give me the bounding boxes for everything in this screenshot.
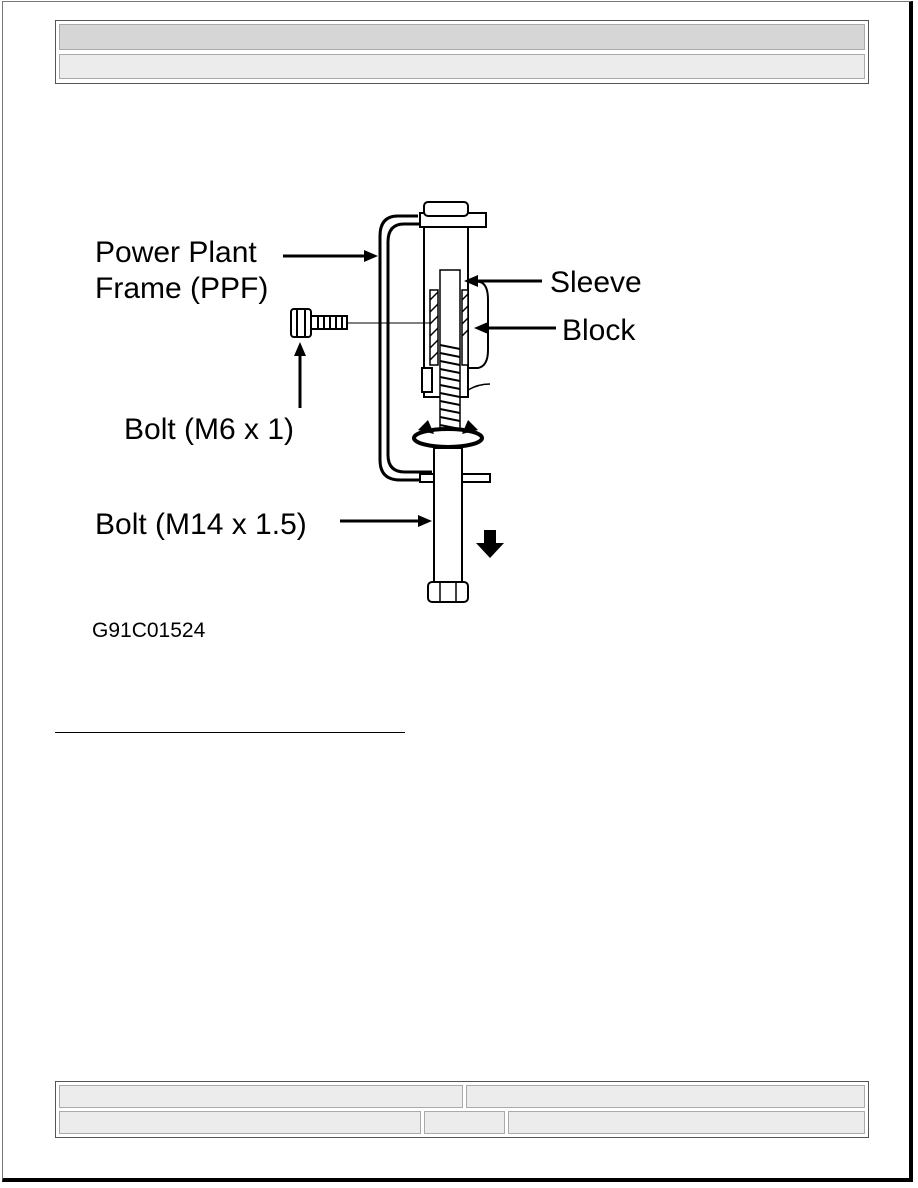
footer-table bbox=[55, 1081, 869, 1138]
header-table bbox=[55, 20, 869, 84]
bolt-shaft-lower bbox=[433, 447, 463, 587]
leader-arrows bbox=[283, 250, 556, 527]
washer bbox=[412, 427, 484, 449]
bolt-head-top bbox=[423, 201, 469, 217]
footer-cell-r2c1 bbox=[59, 1111, 421, 1134]
header-title-bar bbox=[59, 24, 865, 50]
bolt-assembly-illustration: Power Plant Frame (PPF) Sleeve Block Bol… bbox=[80, 180, 680, 650]
footer-cell-r2c2 bbox=[424, 1111, 505, 1134]
down-arrow bbox=[476, 530, 504, 558]
footer-cell-r1c1 bbox=[59, 1085, 463, 1108]
m6-bolt bbox=[290, 308, 348, 338]
section-divider bbox=[55, 732, 405, 733]
label-bolt-m14: Bolt (M14 x 1.5) bbox=[95, 508, 307, 541]
footer-cell-r1c2 bbox=[466, 1085, 865, 1108]
side-tab bbox=[421, 367, 433, 393]
label-block: Block bbox=[562, 314, 636, 347]
rotation-arrow-left bbox=[418, 420, 434, 434]
bolt-head-bottom bbox=[427, 581, 469, 603]
rotation-arrow-right bbox=[462, 420, 478, 434]
sleeve-hatch bbox=[429, 289, 469, 366]
header-subtitle-bar bbox=[59, 54, 865, 79]
label-ppf-line1: Power Plant bbox=[95, 236, 257, 269]
label-ppf-line2: Frame (PPF) bbox=[95, 272, 268, 305]
ppf-bracket bbox=[378, 214, 432, 482]
label-sleeve: Sleeve bbox=[550, 266, 642, 299]
footer-cell-r2c3 bbox=[508, 1111, 865, 1134]
label-bolt-m6: Bolt (M6 x 1) bbox=[124, 413, 294, 446]
figure-code: G91C01524 bbox=[92, 619, 206, 642]
